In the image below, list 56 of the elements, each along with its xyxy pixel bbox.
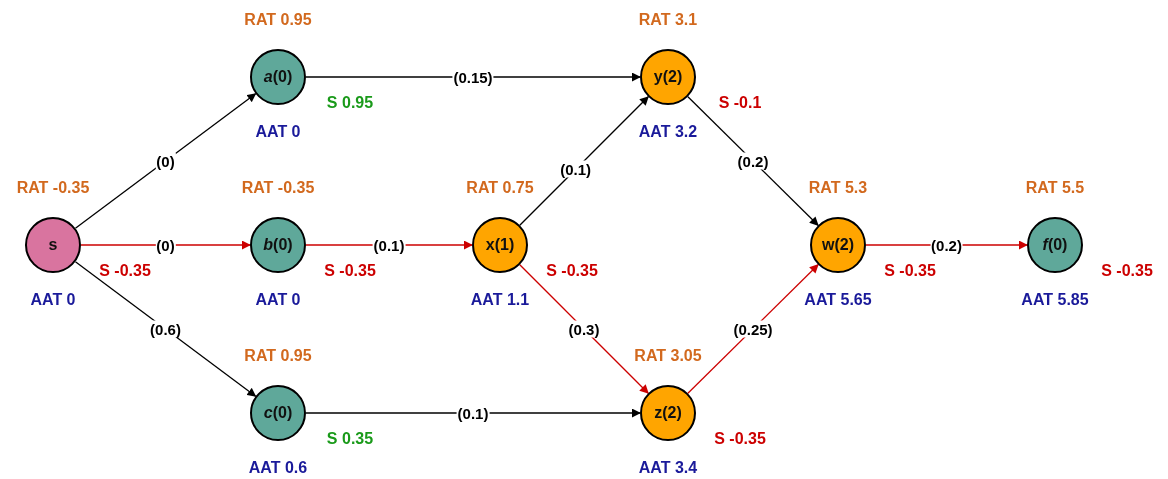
timing-label: RAT 0.75 [466, 179, 534, 197]
timing-label: RAT 0.95 [244, 11, 312, 29]
node-circle [640, 49, 696, 105]
node-circle [250, 385, 306, 441]
timing-label: RAT 5.5 [1025, 179, 1085, 197]
timing-label: AAT 1.1 [470, 291, 530, 309]
arrow [305, 408, 641, 418]
timing-label: S 0.35 [326, 430, 374, 448]
timing-label: S -0.35 [1101, 262, 1153, 280]
timing-label: AAT 0 [30, 291, 76, 309]
edge-label: (0.3) [567, 320, 601, 338]
node-label: s [48, 236, 58, 254]
timing-label: AAT 3.4 [638, 459, 698, 477]
edge-label: (0.1) [559, 160, 592, 178]
timing-label: S 0.95 [326, 94, 374, 112]
node-label: w(2) [822, 236, 854, 254]
arrow [305, 72, 641, 82]
node-circle [1027, 217, 1083, 273]
node-circle [250, 49, 306, 105]
node-circle [250, 217, 306, 273]
arrow [80, 240, 251, 250]
node-circle [25, 217, 81, 273]
timing-label: AAT 5.85 [1021, 291, 1089, 309]
timing-label: RAT 3.05 [634, 347, 702, 365]
timing-label: RAT 3.1 [638, 11, 698, 29]
timing-label: AAT 0 [255, 291, 301, 309]
node-label: a(0) [263, 68, 293, 86]
node-circle [810, 217, 866, 273]
edge-label: (0.25) [732, 320, 774, 338]
timing-label: S -0.35 [324, 262, 376, 280]
node-label: c(0) [263, 404, 293, 422]
timing-label: S -0.35 [99, 262, 151, 280]
node-label: b(0) [263, 236, 293, 254]
timing-label: S -0.1 [718, 94, 762, 112]
node-label: z(2) [654, 404, 682, 422]
timing-label: S -0.35 [714, 430, 766, 448]
timing-label: RAT -0.35 [241, 179, 315, 197]
node-circle [640, 385, 696, 441]
timing-label: S -0.35 [884, 262, 936, 280]
timing-label: RAT -0.35 [16, 179, 90, 197]
timing-label: AAT 0.6 [248, 459, 308, 477]
node-label: f(0) [1042, 236, 1068, 254]
arrow [519, 264, 649, 394]
timing-label: S -0.35 [546, 262, 598, 280]
timing-label: RAT 0.95 [244, 347, 312, 365]
arrow [74, 93, 257, 229]
timing-label: AAT 0 [255, 123, 301, 141]
timing-label: RAT 5.3 [808, 179, 868, 197]
edge-label: (0) [155, 152, 176, 170]
node-label: y(2) [653, 68, 683, 86]
edge-label: (0.2) [736, 152, 770, 170]
node-label: x(1) [485, 236, 515, 254]
timing-label: AAT 5.65 [804, 291, 872, 309]
node-circle [472, 217, 528, 273]
edge-label: (0.6) [149, 320, 182, 338]
timing-label: AAT 3.2 [638, 123, 698, 141]
